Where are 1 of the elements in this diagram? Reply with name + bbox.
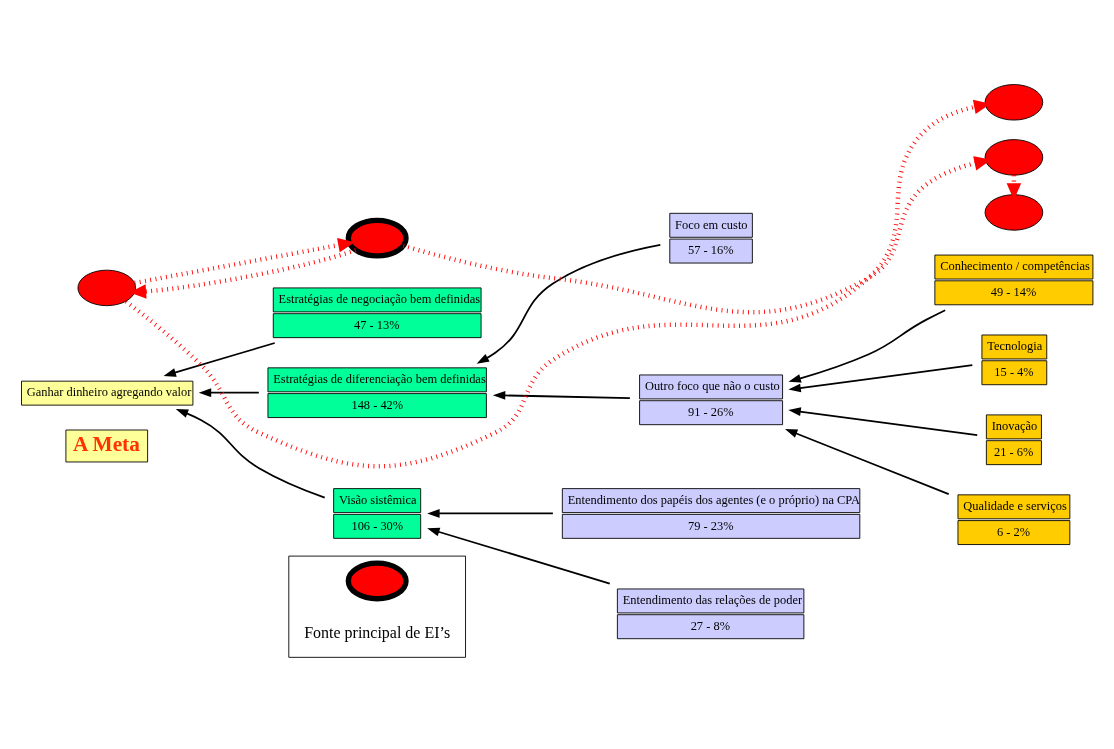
legend-label: Fonte principal de EI’s xyxy=(304,624,451,642)
